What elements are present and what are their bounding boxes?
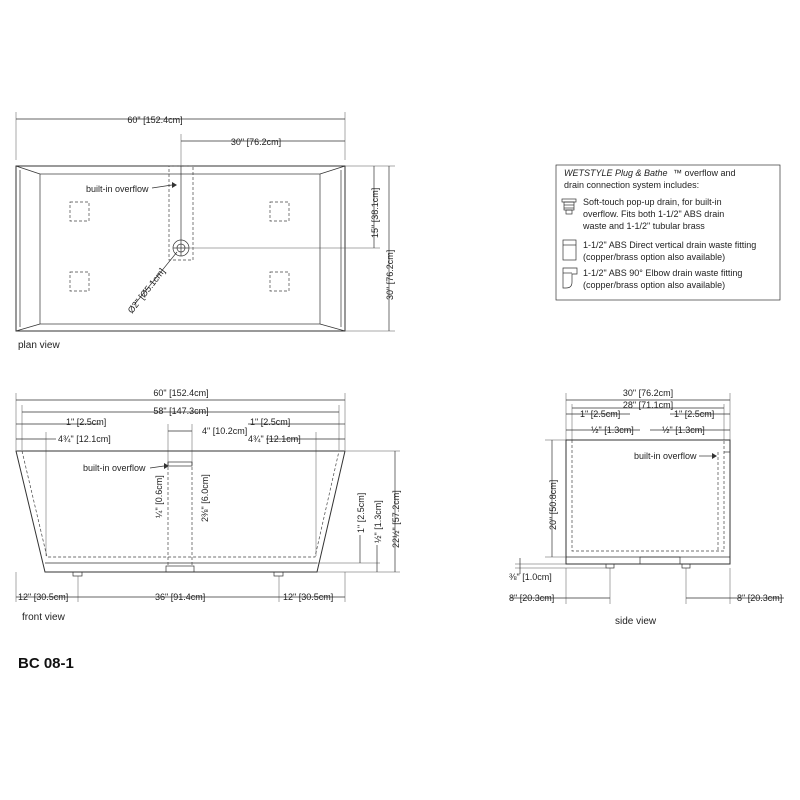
plan-overall-depth: 30" [76.2cm] <box>385 250 395 300</box>
side-overflow-label: built-in overflow <box>634 451 697 461</box>
legend-item2-l2: (copper/brass option also available) <box>583 252 725 262</box>
front-v-overflow: 2⅜" [6.0cm] <box>200 474 210 522</box>
front-foot-center: 36" [91.4cm] <box>155 592 205 602</box>
front-rim-left: 1" [2.5cm] <box>66 417 106 427</box>
legend-box: WETSTYLE Plug & Bathe ™ overflow and dra… <box>555 164 781 301</box>
plan-half-width: 30" [76.2cm] <box>231 137 281 147</box>
legend-item2-l1: 1-1/2" ABS Direct vertical drain waste f… <box>583 240 756 250</box>
front-overall-width: 60" [152.4cm] <box>153 388 208 398</box>
model-code: BC 08-1 <box>18 655 74 672</box>
side-depth: 20" [50.8cm] <box>548 480 558 530</box>
front-foot-right: 12" [30.5cm] <box>283 592 333 602</box>
side-overall-width: 30" [76.2cm] <box>623 388 673 398</box>
vertical-fitting-icon <box>562 239 577 261</box>
front-overflow-width: 4" [10.2cm] <box>202 426 247 436</box>
side-view-label: side view <box>615 616 657 627</box>
plan-drain-dia: Ø2" [Ø5.1cm] <box>126 266 167 315</box>
legend-title-line2: drain connection system includes: <box>564 180 699 190</box>
front-overflow-label: built-in overflow <box>83 463 146 473</box>
legend-title-tm: ™ overflow and <box>673 168 736 178</box>
front-v-one: 1" [2.5cm] <box>356 493 366 533</box>
side-half-right: ½" [1.3cm] <box>662 425 705 435</box>
front-v-height: 22½" [57.2cm] <box>391 490 401 548</box>
elbow-fitting-icon <box>562 267 578 289</box>
front-v-quarter: ¼" [0.6cm] <box>154 475 164 518</box>
front-view-label: front view <box>22 612 66 623</box>
side-foot-h: ⅜" [1.0cm] <box>509 572 552 582</box>
plan-view: 60" [152.4cm] 30" [76.2cm] built-in over… <box>15 112 395 351</box>
side-view: 30" [76.2cm] 28" [71.1cm] 1" [2.5cm] 1" … <box>509 388 784 627</box>
front-slope-right: 4¾" [12.1cm] <box>248 434 301 444</box>
front-foot-left: 12" [30.5cm] <box>18 592 68 602</box>
side-interior-width: 28" [71.1cm] <box>623 400 673 410</box>
legend-item3-l2: (copper/brass option also available) <box>583 280 725 290</box>
plan-overall-width: 60" [152.4cm] <box>127 115 182 125</box>
side-half-left: ½" [1.3cm] <box>591 425 634 435</box>
front-slope-left: 4¾" [12.1cm] <box>58 434 111 444</box>
legend-title-brand: WETSTYLE Plug & Bathe <box>564 168 668 178</box>
front-interior-width: 58" [147.3cm] <box>153 406 208 416</box>
legend-item1-l1: Soft-touch pop-up drain, for built-in <box>583 197 722 207</box>
side-foot-left: 8" [20.3cm] <box>509 593 554 603</box>
plan-half-depth: 15" [38.1cm] <box>370 188 380 238</box>
popup-drain-icon <box>561 198 577 215</box>
side-rim-right: 1" [2.5cm] <box>674 409 714 419</box>
front-view: 60" [152.4cm] 58" [147.3cm] 1" [2.5cm] 1… <box>15 388 401 623</box>
plan-overflow-label: built-in overflow <box>86 184 149 194</box>
legend-item1-l3: waste and 1-1/2" tubular brass <box>582 221 705 231</box>
side-rim-left: 1" [2.5cm] <box>580 409 620 419</box>
legend-item3-l1: 1-1/2" ABS 90° Elbow drain waste fitting <box>583 268 742 278</box>
front-v-half: ½" [1.3cm] <box>373 500 383 543</box>
plan-view-label: plan view <box>18 340 60 351</box>
legend-item1-l2: overflow. Fits both 1-1/2" ABS drain <box>583 209 724 219</box>
side-foot-right: 8" [20.3cm] <box>737 593 782 603</box>
front-rim-right: 1" [2.5cm] <box>250 417 290 427</box>
